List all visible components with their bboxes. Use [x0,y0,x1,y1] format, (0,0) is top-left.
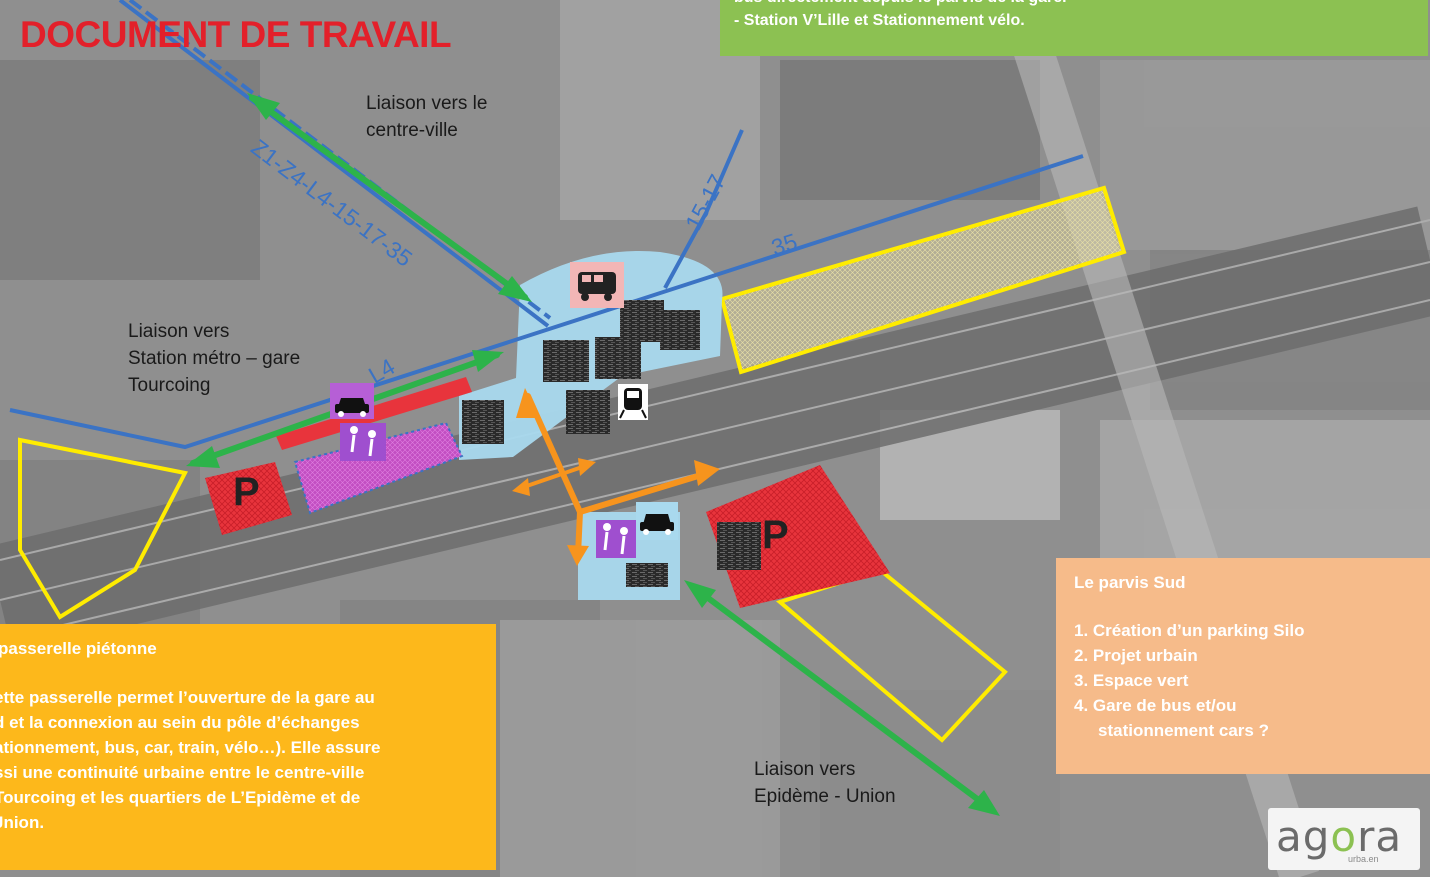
bridge-box-line: ssi une continuité urbaine entre le cent… [0,763,365,782]
bus-lines [9,0,1084,450]
bridge-box-line: Jnion. [0,813,45,832]
logo-part: o [1330,812,1358,861]
label-line: Tourcoing [128,375,211,396]
logo-part: ra [1357,812,1403,861]
footbridge-box: passerelle piétonne ette passerelle perm… [0,624,496,870]
south-box-item: 2. Projet urbain [1074,646,1198,665]
parking-letter-south: P [762,513,789,557]
yellow-zone-east [719,185,1127,375]
south-box-item: stationnement cars ? [1098,721,1269,740]
logo-part: ag [1276,812,1331,861]
label-line: centre-ville [366,120,458,141]
parking-letter-west: P [233,470,260,514]
pedestrian-zone [293,421,464,515]
label-metro: Liaison vers Station métro – gare Tourco… [128,318,300,399]
label-epideme: Liaison vers Epidème - Union [754,756,896,810]
bridge-box-line: Tourcoing et les quartiers de L’Epidème … [0,788,361,807]
south-box-item: 1. Création d’un parking Silo [1074,621,1305,640]
train-icon [618,384,648,420]
taxi-icon-west [330,383,374,419]
label-line: Station métro – gare [128,348,301,369]
bridge-box-line: ationnement, bus, car, train, vélo…). El… [0,738,381,757]
south-box-item: 4. Gare de bus et/ou [1074,696,1237,715]
south-parvis-box: Le parvis Sud 1. Création d’un parking S… [1056,558,1430,774]
label-line: Liaison vers le [366,93,488,114]
bridge-box-line: d et la connexion au sein du pôle d’écha… [0,713,360,732]
south-box-heading: Le parvis Sud [1074,573,1186,592]
logo-sub: urba.en [1348,854,1379,864]
document-title: DOCUMENT DE TRAVAIL [20,14,452,55]
label-line: Epidème - Union [754,786,896,807]
pedestrian-icon-south [596,520,636,558]
logo-word: agora [1276,812,1402,861]
top-box-line: - Station V’Lille et Stationnement vélo. [734,12,1025,29]
agora-logo: agora urba.en [1268,808,1420,870]
yellow-zone-west [18,437,188,620]
bridge-box-heading: passerelle piétonne [0,639,157,658]
bus-icon [570,262,624,308]
station-pictograms [462,300,761,587]
top-box-line: bus directement depuis le parvis de la g… [734,0,1428,9]
parking-southeast [706,465,890,608]
label-line: Liaison vers [754,759,856,780]
bridge-box-line: ette passerelle permet l’ouverture de la… [0,688,375,707]
pedestrian-icon-west [340,423,386,461]
label-line: Liaison vers [128,321,230,342]
south-box-item: 3. Espace vert [1074,671,1189,690]
taxi-icon-south [636,502,678,540]
top-info-box: bus directement depuis le parvis de la g… [720,0,1428,56]
parking-west [205,462,292,535]
label-centre-ville: Liaison vers le centre-ville [366,90,487,144]
